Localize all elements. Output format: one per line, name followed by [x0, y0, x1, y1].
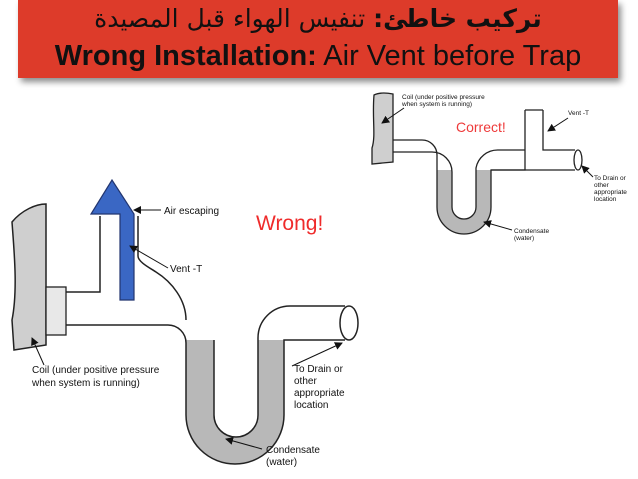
wrong-diagram: Wrong! Air escaping Vent -T Coil (under …	[11, 178, 359, 468]
wrong-coil-outlet	[45, 286, 67, 336]
correct-verdict: Correct!	[456, 119, 506, 135]
wrong-condensate-arrow	[225, 437, 263, 450]
correct-drain-arrow	[581, 165, 594, 178]
correct-condensate-label: Condensate (water)	[514, 228, 551, 242]
wrong-coil-arrow	[31, 337, 45, 366]
correct-coil-label: Coil (under positive pressure when syste…	[401, 94, 487, 108]
wrong-verdict: Wrong!	[256, 212, 323, 235]
correct-pipe-end	[573, 149, 583, 171]
correct-water	[437, 170, 491, 234]
wrong-air-label: Air escaping	[164, 206, 219, 217]
correct-vent-arrow	[547, 117, 569, 132]
wrong-drain-label: To Drain or other appropriate location	[294, 364, 347, 411]
wrong-coil-wall	[11, 203, 47, 351]
wrong-vent-label: Vent -T	[170, 264, 202, 275]
wrong-vent-arrow	[129, 245, 169, 269]
wrong-vent-pipe	[66, 216, 187, 321]
correct-pipe-outline	[393, 109, 575, 235]
correct-coil-wall	[371, 92, 394, 165]
correct-coil-arrow	[381, 107, 405, 124]
wrong-air-arrow	[89, 178, 135, 301]
wrong-pipe-end	[339, 305, 359, 341]
wrong-drain-arrow	[291, 342, 343, 367]
english-title: Wrong Installation: Air Vent before Trap	[18, 38, 618, 74]
wrong-coil-label: Coil (under positive pressure when syste…	[31, 365, 162, 389]
correct-diagram: Correct! Coil (under positive pressure w…	[371, 92, 629, 242]
wrong-water	[186, 340, 284, 464]
arabic-title-bold: تركيب خاطئ:	[373, 4, 542, 33]
wrong-condensate-label: Condensate (water)	[266, 445, 323, 468]
correct-drain-label: To Drain or other appropriate location	[594, 175, 629, 203]
arabic-title: تركيب خاطئ: تنفيس الهواء قبل المصيدة	[18, 2, 618, 36]
correct-condensate-arrow	[483, 220, 513, 231]
title-banner: تركيب خاطئ: تنفيس الهواء قبل المصيدة Wro…	[18, 0, 618, 78]
arabic-title-rest: تنفيس الهواء قبل المصيدة	[94, 4, 366, 33]
correct-vent-label: Vent -T	[568, 110, 589, 117]
english-title-rest: Air Vent before Trap	[323, 40, 582, 72]
wrong-pipe-outline	[66, 305, 345, 465]
english-title-bold: Wrong Installation:	[54, 40, 317, 72]
